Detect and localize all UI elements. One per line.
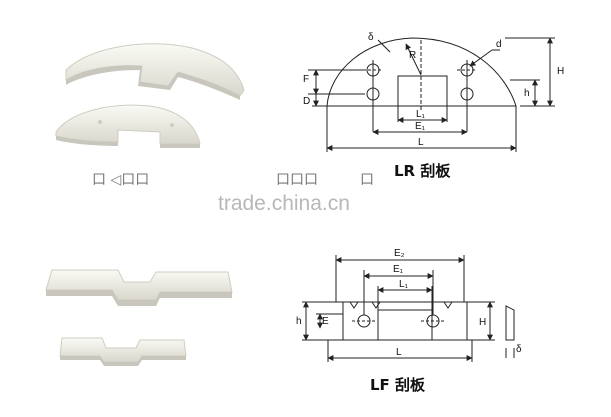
lf-label-e1: E₁ [393,264,404,275]
garbled-text-middle: 口口口 [276,172,318,188]
lf-label-h-cap: H [479,317,486,328]
lf-label-e: E [322,316,329,327]
lr-label-d-cap: D [303,96,310,107]
lr-label-d: d [496,39,502,50]
lf-top-notches [343,301,467,309]
lr-label-delta: δ [368,32,374,43]
lf-label-l1: L₁ [399,279,409,290]
lr-label-e1: E₁ [415,121,426,132]
lr-caption: LR 刮板 [394,162,451,180]
lf-dimension-diagram [302,255,515,362]
lr-label-r: R [409,50,416,61]
lr-label-h-cap: H [557,66,564,77]
lr-dimension-diagram [308,37,555,152]
lf-label-e2: E₂ [394,248,405,259]
lf-scraper-large-edge [46,290,232,306]
lr-scraper-large-edge [66,65,240,100]
lf-scraper-small-edge [60,356,186,366]
lf-label-delta: δ [516,344,522,355]
lf-side-view [505,305,515,341]
garbled-text-left: 口 ◁口口 [92,172,149,188]
lf-label-h: h [296,316,302,327]
lf-scraper-photo [45,269,233,366]
lr-arc-outline [326,37,517,107]
lr-label-f: F [303,74,309,85]
lr-label-l: L [418,137,424,148]
garbled-text-right: 口 [360,172,374,188]
lf-center-slot [377,309,433,340]
lr-scraper-small [55,104,201,145]
lr-scraper-small-edge [56,136,200,148]
lr-label-l1: L₁ [416,109,426,120]
lf-caption: LF 刮板 [370,376,426,394]
lr-label-h: h [524,88,530,99]
lr-scraper-photo [55,43,245,148]
watermark: trade.china.cn [218,192,350,215]
lf-label-l: L [396,347,402,358]
lr-center-slot [397,75,448,106]
